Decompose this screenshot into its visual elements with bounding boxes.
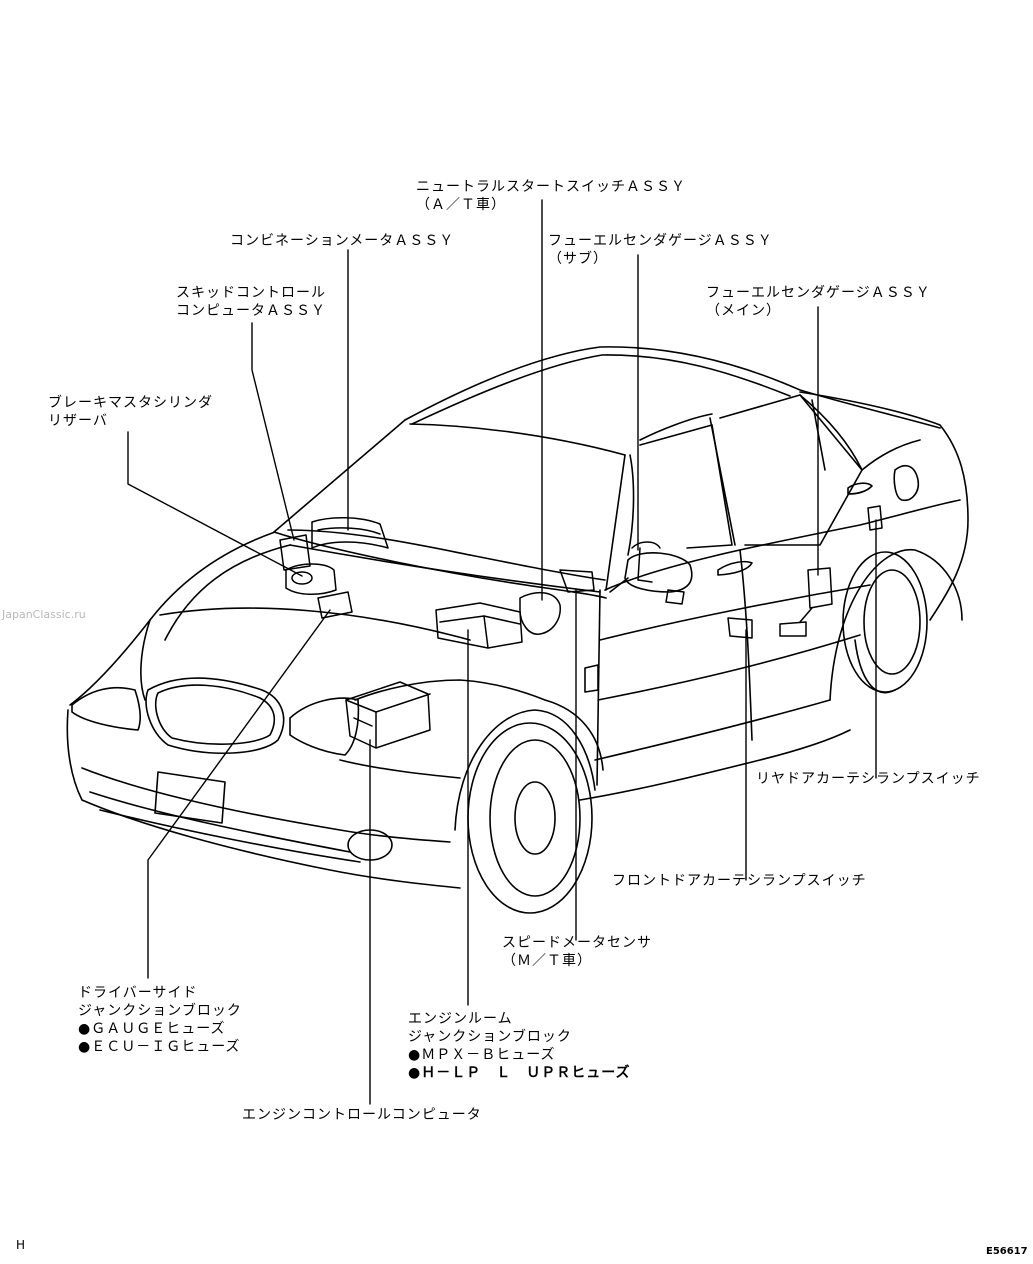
label-skid-control-computer: スキッドコントロール コンピュータＡＳＳＹ — [176, 284, 326, 320]
label-line: ●ＧＡＵＧＥヒューズ — [78, 1021, 226, 1037]
label-front-door-courtesy-switch: フロントドアカーテシランプスイッチ — [612, 872, 867, 890]
neutral-start-switch-shape — [519, 591, 561, 635]
corner-mark: H — [16, 1238, 26, 1252]
label-line: フューエルセンダゲージＡＳＳＹ — [706, 285, 931, 301]
driver-side-junction-block-shape — [317, 591, 353, 619]
label-fuel-sender-main: フューエルセンダゲージＡＳＳＹ （メイン） — [706, 284, 931, 320]
label-line: エンジンルーム — [408, 1011, 513, 1027]
label-line: スキッドコントロール — [176, 285, 326, 301]
leader-brake-reservoir — [127, 431, 303, 577]
label-line: ブレーキマスタシリンダ — [48, 395, 213, 411]
leader-skid-control — [251, 322, 295, 541]
label-line: リヤドアカーテシランプスイッチ — [756, 771, 981, 787]
label-rear-door-courtesy-switch: リヤドアカーテシランプスイッチ — [756, 770, 981, 788]
label-combination-meter: コンビネーションメータＡＳＳＹ — [230, 232, 454, 250]
label-fuel-sender-sub: フューエルセンダゲージＡＳＳＹ （サブ） — [548, 232, 773, 268]
label-engine-room-junction-block: エンジンルーム ジャンクションブロック ●ＭＰＸ－Ｂヒューズ ●Ｈ－ＬＰ Ｌ Ｕ… — [408, 1010, 631, 1082]
label-line: スピードメータセンサ — [502, 935, 652, 951]
label-line: エンジンコントロールコンピュータ — [242, 1107, 482, 1123]
brake-reservoir-shape — [285, 563, 337, 595]
combination-meter-shape — [311, 516, 389, 549]
rear-door-switch-shape — [867, 505, 883, 531]
label-line: （Ａ／Ｔ車） — [416, 197, 506, 213]
car-body — [66, 346, 969, 914]
leader-driver-side-jb — [147, 609, 331, 979]
label-line: フューエルセンダゲージＡＳＳＹ — [548, 233, 773, 249]
engine-control-computer-shape — [345, 681, 431, 749]
fuel-sender-sub-shape — [631, 541, 661, 549]
label-line: （メイン） — [706, 303, 781, 319]
label-line: ニュートラルスタートスイッチＡＳＳＹ — [416, 179, 686, 195]
label-line: ●ＥＣＵ－ＩＧヒューズ — [78, 1039, 241, 1055]
label-line: コンビネーションメータＡＳＳＹ — [230, 233, 455, 249]
label-line: フロントドアカーテシランプスイッチ — [612, 873, 867, 889]
label-driver-side-junction-block: ドライバーサイド ジャンクションブロック ●ＧＡＵＧＥヒューズ ●ＥＣＵ－ＩＧヒ… — [78, 984, 242, 1056]
label-line: ●Ｈ－ＬＰ Ｌ ＵＰＲヒューズ — [408, 1065, 631, 1081]
components — [279, 505, 883, 749]
label-speedometer-sensor: スピードメータセンサ （Ｍ／Ｔ車） — [502, 934, 652, 970]
watermark: JapanClassic.ru — [2, 608, 86, 621]
figure-code: E56617 — [986, 1246, 1028, 1257]
label-neutral-start-switch: ニュートラルスタートスイッチＡＳＳＹ （Ａ／Ｔ車） — [416, 178, 686, 214]
skid-control-computer-shape — [279, 534, 311, 571]
label-line: ジャンクションブロック — [78, 1003, 242, 1019]
engine-room-junction-block-shape — [435, 602, 523, 649]
leader-lines — [127, 199, 877, 1105]
label-line: ●ＭＰＸ－Ｂヒューズ — [408, 1047, 556, 1063]
label-line: ドライバーサイド — [78, 985, 198, 1001]
label-brake-master-reservoir: ブレーキマスタシリンダ リザーバ — [48, 394, 213, 430]
front-door-switch-shape — [727, 617, 753, 639]
label-line: （Ｍ／Ｔ車） — [502, 953, 592, 969]
label-engine-control-computer: エンジンコントロールコンピュータ — [242, 1106, 482, 1124]
label-line: リザーバ — [48, 413, 108, 429]
label-line: （サブ） — [548, 251, 608, 267]
label-line: コンピュータＡＳＳＹ — [176, 303, 326, 319]
label-line: ジャンクションブロック — [408, 1029, 572, 1045]
fuel-sender-main-shape — [807, 567, 833, 609]
